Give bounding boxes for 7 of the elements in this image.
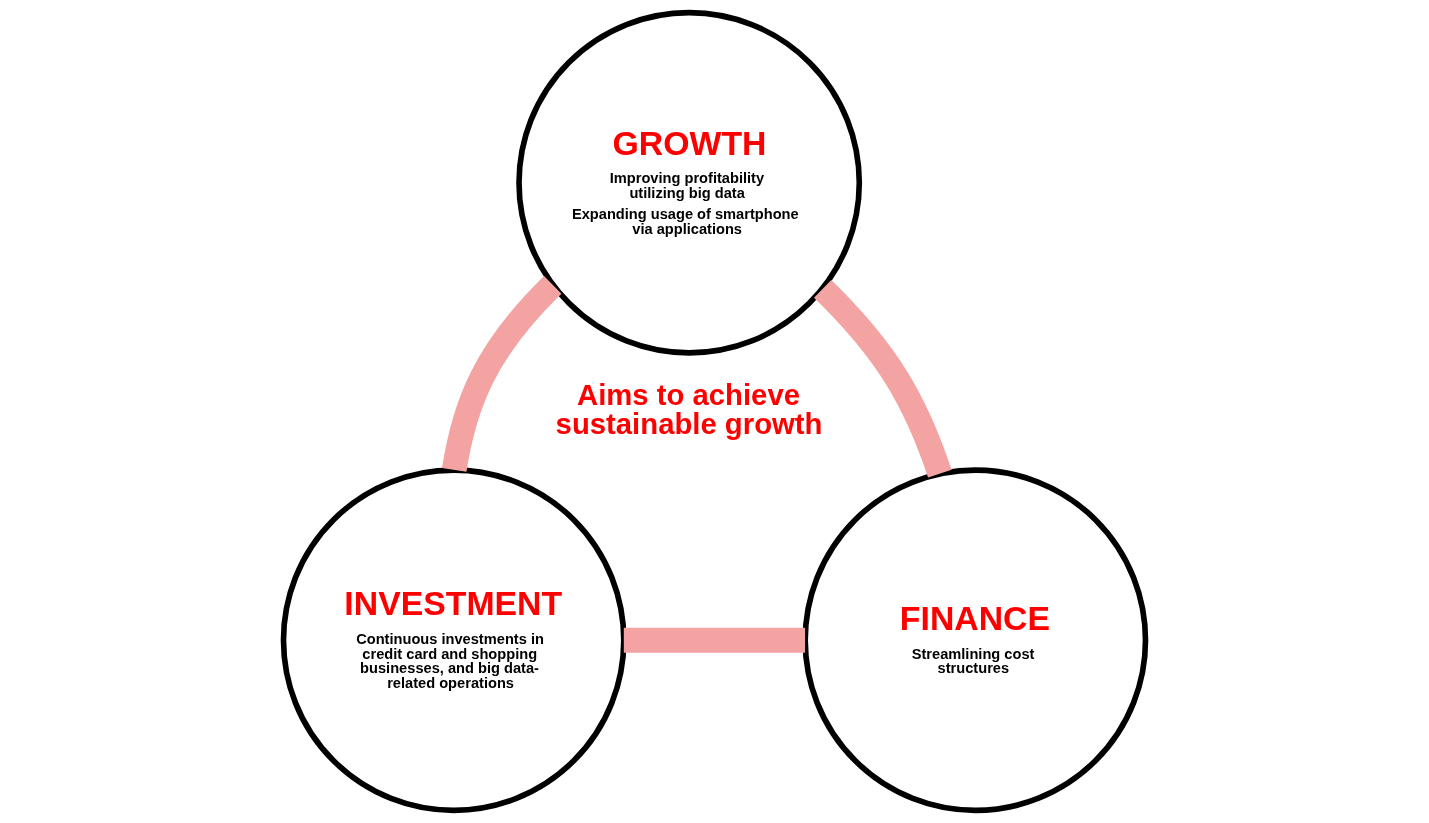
connector: [813, 280, 952, 478]
label: Aims to achieve sustainable growth: [555, 377, 823, 440]
node-circle: INVESTMENT Continuous investments in credit card and shopping businesses, and big data-related operations: [280, 467, 627, 814]
node-circle: GROWTH Improving profitability utilizing big data Expanding usage of smartphone via applications: [516, 9, 863, 356]
connector: [623, 627, 806, 653]
node-circle: FINANCE Streamlining cost structures: [802, 467, 1149, 814]
connector: [441, 276, 562, 472]
